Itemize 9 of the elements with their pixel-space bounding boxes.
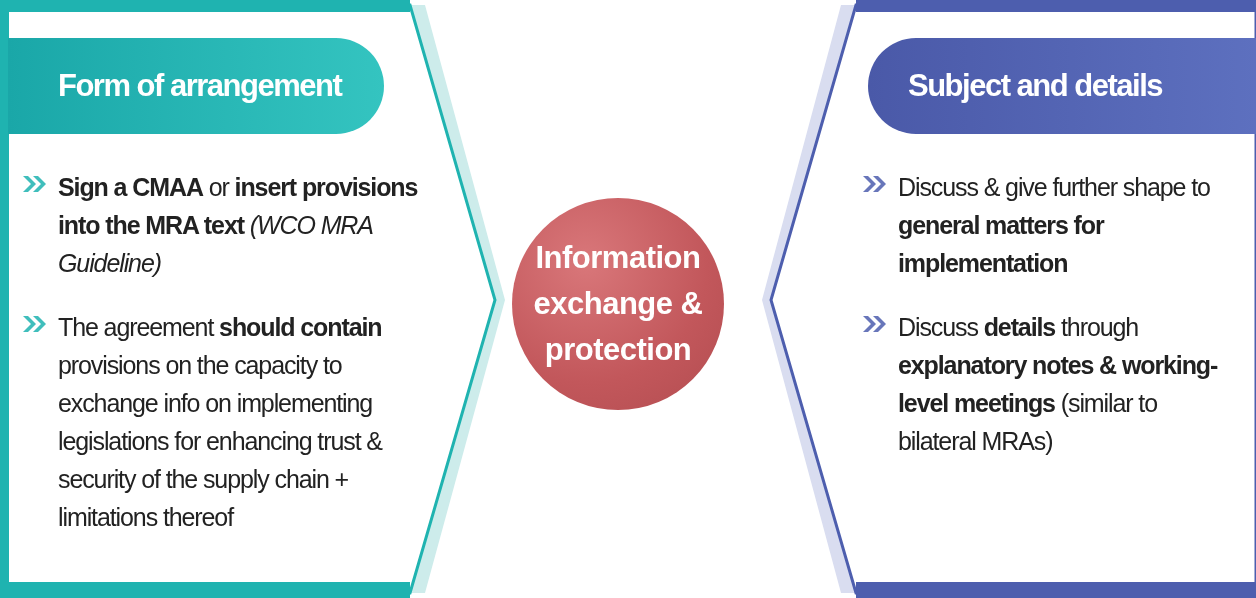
bullet-text: Discuss & give further shape to general matters for implementation <box>898 172 1211 279</box>
center-circle: Information exchange & protection <box>512 198 724 410</box>
bullet-text: The agreement should contain provisions on the capacity to exchange info on implementing legislations for enhancing trust & security of the supply chain + limitations thereof <box>58 312 384 533</box>
chevron-panel <box>762 0 1256 598</box>
bullet-text: Sign a CMAA or insert provisions into the MRA text (WCO MRA Guideline) <box>58 172 419 279</box>
heading-banner: Subject and details <box>868 38 1256 134</box>
heading-banner: Form of arrangement <box>8 38 384 134</box>
bullet-text: Discuss details through explanatory notes & working-level meetings (similar to bilateral MRAs) <box>898 312 1219 457</box>
chevron-panel <box>0 0 505 598</box>
